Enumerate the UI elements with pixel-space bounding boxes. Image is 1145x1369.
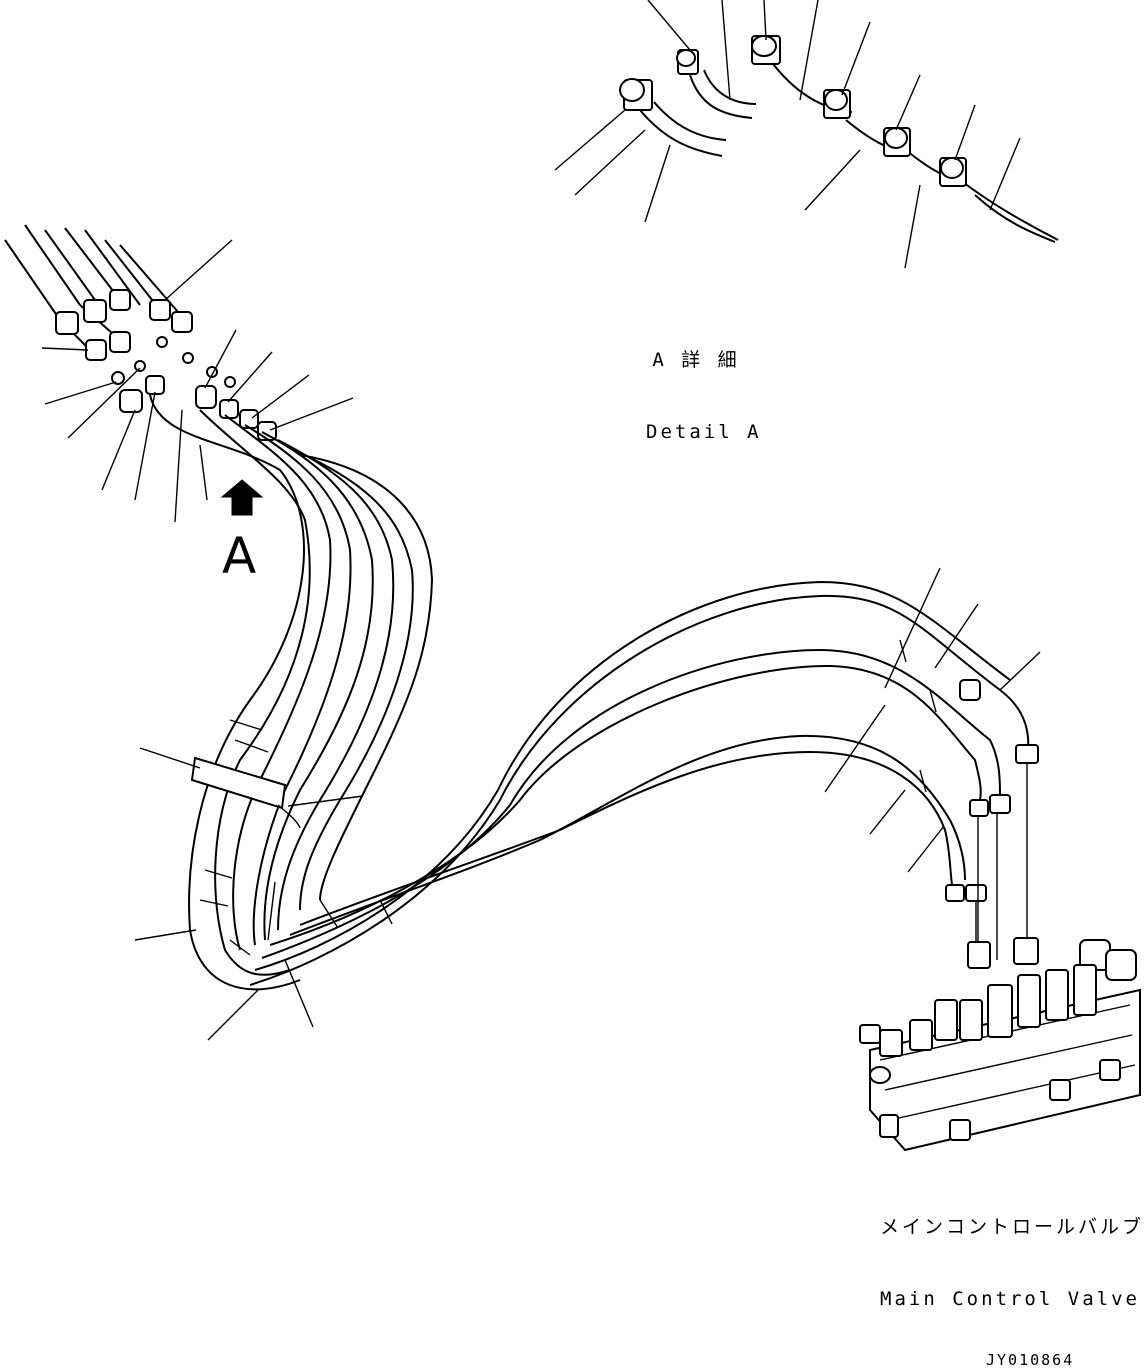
detail-fitting-6 xyxy=(939,157,967,187)
detail-a-title-en: Detail A xyxy=(646,421,762,443)
view-letter: A xyxy=(222,527,257,585)
main-control-valve-label-ja: メインコントロールバルブ xyxy=(880,1216,1145,1238)
detail-fitting-5 xyxy=(883,127,911,157)
upper-manifold-assembly xyxy=(4,224,354,523)
drawing-code: JY010864 xyxy=(986,1351,1075,1369)
detail-fitting-3 xyxy=(751,35,781,65)
detail-fitting-4 xyxy=(823,89,851,119)
up-arrow-icon xyxy=(220,479,264,516)
hose-bundle xyxy=(134,394,1041,1041)
detail-a-view xyxy=(554,0,1059,269)
detail-fitting-1 xyxy=(676,49,699,75)
main-control-valve-drawing xyxy=(859,937,1141,1152)
hose-clamp xyxy=(190,756,301,829)
detail-a-title: A 詳 細 Detail A xyxy=(646,300,762,468)
detail-fitting-2 xyxy=(619,78,653,111)
main-control-valve-label-en: Main Control Valve xyxy=(880,1288,1140,1310)
main-control-valve-label: メインコントロールバルブ Main Control Valve xyxy=(880,1167,1145,1335)
detail-a-title-ja: A 詳 細 xyxy=(652,349,740,371)
